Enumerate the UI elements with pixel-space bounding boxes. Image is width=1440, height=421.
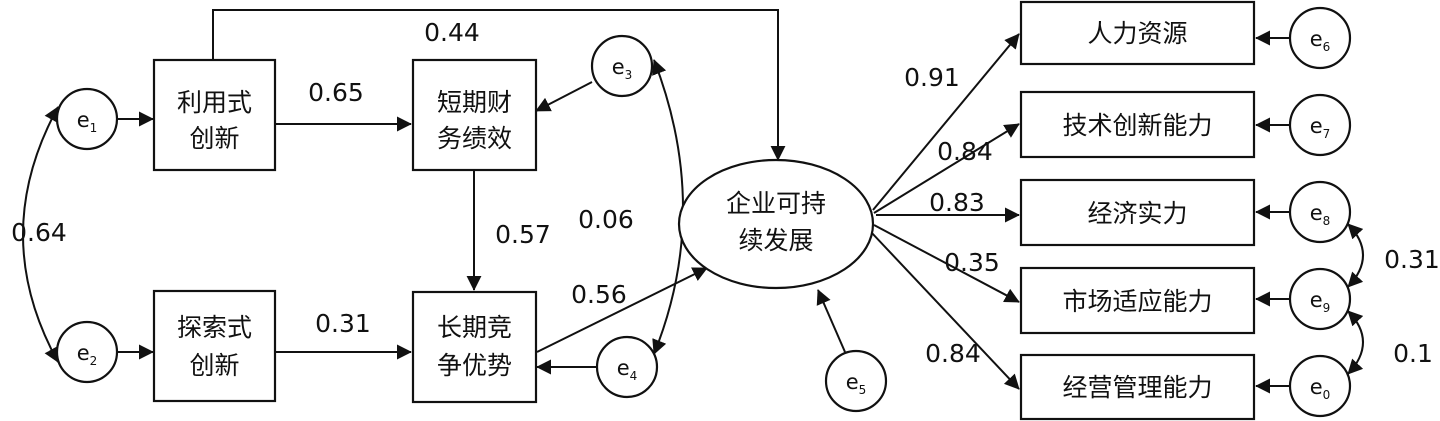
error-e0-base: e [1310,375,1323,399]
coef-e8-e9: 0.31 [1384,245,1440,274]
node-long-term-advantage: 长期竞 争优势 [411,290,538,404]
node-sustainable-development: 企业可持 续发展 [677,158,875,290]
error-e7-sub: 7 [1323,127,1331,141]
node-short-term-financial: 短期财 务绩效 [411,58,538,172]
svg-text:e8: e8 [1310,201,1331,228]
edge-sustainable-to-market [873,224,1020,303]
error-e4: e4 [595,335,659,399]
node-sustainable-development-line1: 企业可持 [726,189,826,218]
error-e4-base: e [617,356,630,380]
coef-exploit-to-sustainable: 0.44 [424,18,480,47]
svg-text:e6: e6 [1310,27,1331,54]
coefficient-labels: 0.44 0.65 0.64 0.57 0.06 0.31 0.56 0.91 … [11,18,1440,368]
error-e7-base: e [1310,114,1323,138]
coef-e1-e2: 0.64 [11,218,67,247]
edge-e9-e0-covariance [1347,310,1364,375]
node-explore-innovation-line2: 创新 [189,351,239,380]
svg-text:e3: e3 [612,55,633,82]
coef-exploit-to-short: 0.65 [308,78,364,107]
node-long-term-advantage-line2: 争优势 [437,351,512,380]
node-tech-innovation: 技术创新能力 [1019,90,1256,159]
node-short-term-financial-line1: 短期财 [437,88,512,117]
error-e7: e7 [1288,93,1352,157]
node-economic-strength-label: 经济实力 [1087,199,1187,228]
error-e2-sub: 2 [90,354,98,368]
error-e9: e9 [1288,267,1352,331]
coef-to-economic: 0.83 [929,188,985,217]
node-exploit-innovation-line1: 利用式 [177,88,252,117]
error-e2: e2 [55,320,119,384]
svg-text:e4: e4 [617,356,638,383]
error-e3-base: e [612,55,625,79]
error-e6-sub: 6 [1323,40,1331,54]
edge-sustainable-to-management [870,231,1020,390]
node-human-resources: 人力资源 [1019,0,1256,66]
svg-text:e7: e7 [1310,114,1331,141]
error-e1-sub: 1 [90,121,98,135]
error-nodes: e1 e2 e3 e4 e5 e6 e7 e8 [55,6,1352,418]
svg-text:e1: e1 [77,108,98,135]
coef-explore-to-long: 0.31 [315,309,371,338]
node-exploit-innovation-line2: 创新 [189,124,239,153]
edge-e5-to-sustainable [816,289,846,353]
error-e9-base: e [1310,288,1323,312]
error-e5-base: e [846,370,859,394]
edge-e3-e4-covariance [652,59,684,355]
edge-e1-e2-covariance [22,106,59,363]
edge-sustainable-to-human [872,33,1020,211]
node-explore-innovation: 探索式 创新 [152,289,277,403]
error-e1: e1 [55,87,119,151]
edges [22,9,1364,394]
node-sustainable-development-line2: 续发展 [738,226,813,255]
error-e2-base: e [77,341,90,365]
error-e8: e8 [1288,180,1352,244]
error-e8-base: e [1310,201,1323,225]
error-e1-base: e [77,108,90,132]
coef-e3-e4: 0.06 [578,205,634,234]
node-management-capability-label: 经营管理能力 [1062,373,1212,402]
error-e3: e3 [590,34,654,98]
coef-to-human: 0.91 [904,63,960,92]
node-market-adaptation: 市场适应能力 [1019,266,1256,335]
svg-text:e0: e0 [1310,375,1331,402]
node-human-resources-label: 人力资源 [1087,19,1187,48]
error-e9-sub: 9 [1323,301,1331,315]
edge-sustainable-to-tech [873,123,1020,214]
coef-long-to-sustainable: 0.56 [571,280,627,309]
svg-text:e2: e2 [77,341,98,368]
node-exploit-innovation: 利用式 创新 [152,58,277,172]
edge-e8-e9-covariance [1347,223,1364,288]
node-tech-innovation-label: 技术创新能力 [1062,111,1212,140]
node-management-capability: 经营管理能力 [1019,353,1256,421]
edge-long-to-sustainable [536,267,708,353]
error-e0: e0 [1288,354,1352,418]
node-explore-innovation-line1: 探索式 [177,313,252,342]
coef-e9-e0: 0.1 [1393,339,1433,368]
edge-e3-to-short [535,81,593,112]
coef-to-tech: 0.84 [937,137,993,166]
coef-short-to-long: 0.57 [495,220,551,249]
error-e8-sub: 8 [1323,214,1331,228]
node-economic-strength: 经济实力 [1019,178,1256,247]
error-e3-sub: 3 [625,68,633,82]
edge-exploit-to-sustainable [212,9,786,161]
coef-to-management: 0.84 [925,339,981,368]
node-market-adaptation-label: 市场适应能力 [1062,287,1212,316]
node-short-term-financial-line2: 务绩效 [437,124,512,153]
box-nodes: 利用式 创新 探索式 创新 短期财 务绩效 长期竞 争优势 人力资源 技术创新能… [152,0,1256,421]
error-e6: e6 [1288,6,1352,70]
svg-text:e5: e5 [846,370,867,397]
coef-to-market: 0.35 [944,248,1000,277]
node-long-term-advantage-line1: 长期竞 [437,313,512,342]
error-e5-sub: 5 [859,383,867,397]
svg-text:e9: e9 [1310,288,1331,315]
error-e6-base: e [1310,27,1323,51]
error-e4-sub: 4 [630,369,638,383]
error-e5: e5 [824,349,888,413]
error-e0-sub: 0 [1323,388,1331,402]
